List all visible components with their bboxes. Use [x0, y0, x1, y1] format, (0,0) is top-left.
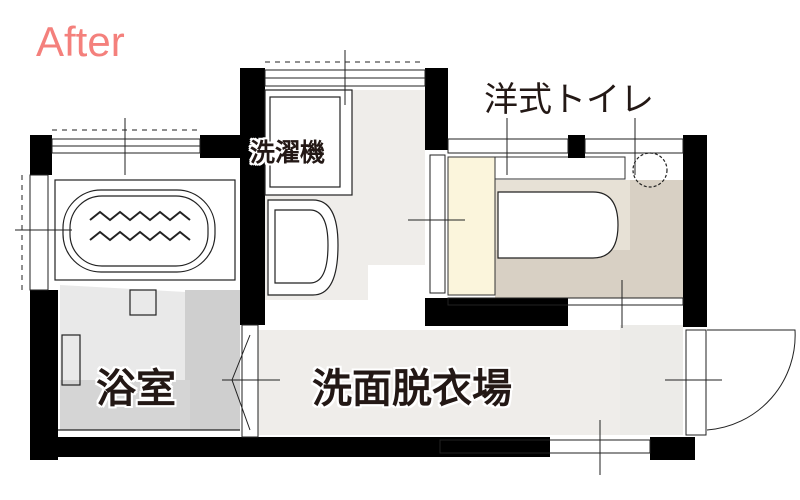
wall	[30, 290, 58, 460]
toilet-shelf	[494, 156, 626, 180]
reference-lines	[15, 50, 722, 475]
wall	[30, 135, 52, 175]
room-label-washroom: 洗面脱衣場	[312, 366, 512, 412]
wall	[425, 68, 448, 150]
toilet	[497, 191, 619, 259]
wall	[200, 135, 240, 158]
plan-title: After	[36, 18, 125, 65]
bathtub-inner	[62, 189, 216, 273]
wall	[240, 68, 265, 325]
wall	[650, 437, 695, 460]
fixtures	[54, 89, 668, 431]
wall	[30, 437, 550, 457]
wall	[568, 135, 585, 158]
walls	[30, 68, 707, 460]
hand-sink	[632, 152, 668, 188]
bath-floor-dark	[185, 290, 240, 430]
wall	[425, 298, 568, 326]
bathtub-grip	[89, 210, 191, 242]
washroom-floor-main	[258, 330, 683, 435]
room-label-toilet: 洋式トイレ	[484, 80, 654, 120]
sink	[267, 199, 339, 296]
bath-stool	[129, 289, 157, 316]
bathtub-basin	[69, 195, 209, 267]
toilet-bench	[447, 156, 496, 296]
room-label-washer: 洗濯機	[250, 138, 326, 167]
bath-bench	[61, 334, 81, 386]
windows	[21, 61, 796, 454]
bath-floor-dark2	[60, 380, 190, 430]
wall	[683, 135, 707, 327]
room-label-bathroom: 浴室	[96, 366, 176, 412]
